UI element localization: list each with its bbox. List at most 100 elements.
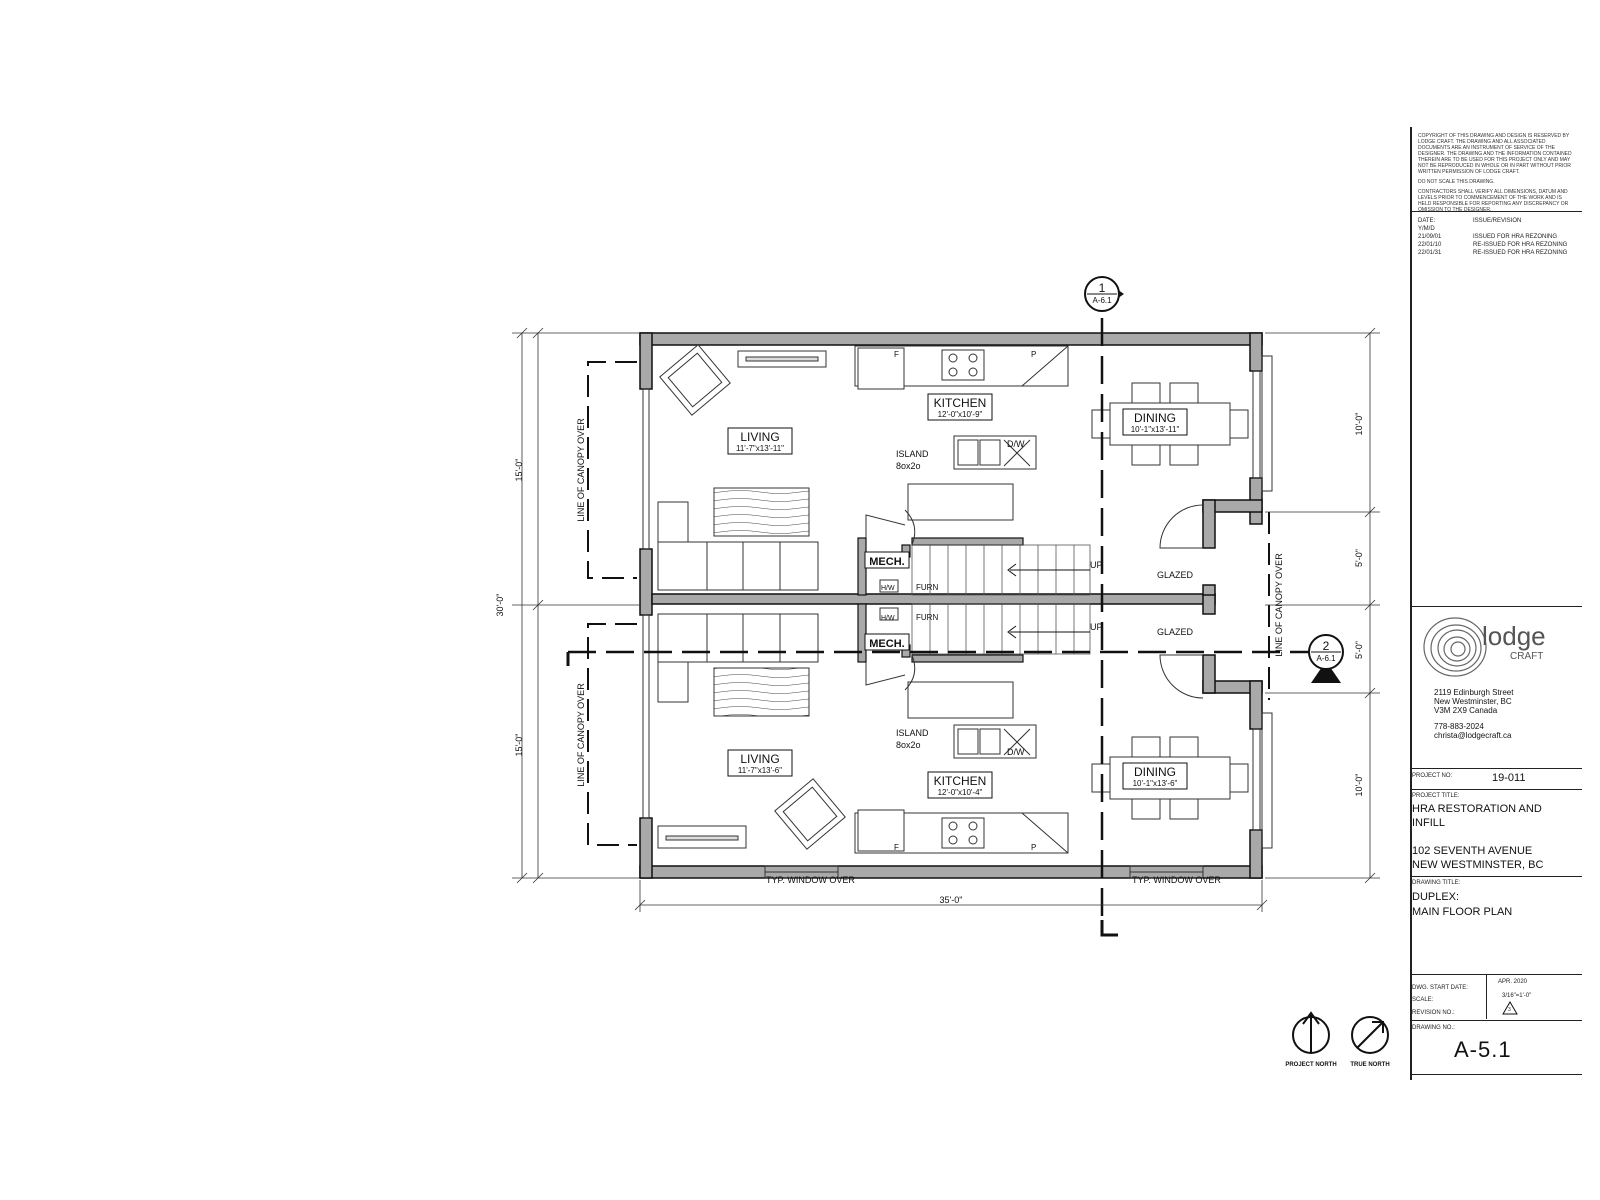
canopy-label-lower: LINE OF CANOPY OVER [576,683,586,787]
drawing-title-label: DRAWING TITLE: [1412,880,1461,886]
revision-table: DATE: ISSUE/REVISION Y/M/D 21/09/01 ISSU… [1418,217,1567,257]
stairs [911,544,1091,655]
lower-living-furniture [657,613,846,850]
rev-head-issue: ISSUE/REVISION [1473,218,1522,224]
dim-right-1: 10'-0" [1354,413,1364,436]
canopy-label-east: LINE OF CANOPY OVER [1274,553,1284,657]
address-line-1: 2119 Edinburgh Street [1434,688,1514,697]
section-2-num: 2 [1323,639,1330,653]
canopy-lines [587,361,1270,846]
lower-dining-name: DINING [1134,765,1176,779]
revision-row: 22/01/31 RE-ISSUED FOR HRA REZONING [1418,249,1567,257]
windows [642,355,1273,879]
divider [1410,789,1582,790]
revision-label: REVISION NO.: [1412,1010,1455,1016]
drawing-title-1: DUPLEX: [1412,891,1460,903]
lodge-craft-logo-icon [1423,617,1487,677]
dim-left-bottom: 15'-0" [514,734,524,757]
dimension-lines [512,327,1380,912]
upper-kitchen-dims: 12'-0"x10'-9" [938,410,983,419]
upper-kitchen-name: KITCHEN [934,396,987,410]
rev-desc: RE-ISSUED FOR HRA REZONING [1473,250,1568,256]
window-note-1-text: TYP. WINDOW OVER [766,875,855,885]
project-north-icon [1292,1011,1330,1054]
exterior-walls [639,332,1263,879]
divider [1410,211,1582,212]
true-north-icon [1351,1016,1389,1054]
phone: 778-883-2024 [1434,722,1484,731]
divider [1410,606,1582,607]
revision-row: 21/09/01 ISSUED FOR HRA REZONING [1418,233,1567,241]
column-divider [1486,974,1487,1019]
drawing-title-2: MAIN FLOOR PLAN [1412,906,1513,918]
upper-living-dims: 11'-7"x13'-11" [736,444,784,453]
upper-hw: H/W [881,585,895,592]
site-line-1: 102 SEVENTH AVENUE [1412,845,1533,857]
project-north-label: PROJECT NORTH [1285,1062,1336,1068]
logo-sub: CRAFT [1510,651,1544,662]
revision-triangle-icon [1502,1001,1518,1015]
section-lines [568,318,1320,935]
section-marker-2 [1308,634,1344,683]
lower-fridge: F [894,843,899,852]
upper-dining-dims: 10'-1"x13'-11" [1131,425,1180,434]
rev-head-date: DATE: [1418,218,1436,224]
mech-doors [865,509,916,691]
lower-living-name: LIVING [740,752,779,766]
title-block: COPYRIGHT OF THIS DRAWING AND DESIGN IS … [1410,127,1582,1080]
upper-glazed: GLAZED [1157,570,1194,580]
rev-date: 22/01/31 [1418,250,1442,256]
upper-fridge: F [894,350,899,359]
upper-up: UP [1090,560,1103,570]
section-1-num: 1 [1099,281,1106,295]
upper-living-furniture [657,344,827,591]
site-line-2: NEW WESTMINSTER, BC [1412,859,1544,871]
upper-dining-name: DINING [1134,411,1176,425]
window-note-1: TYP. WINDOW OVER [766,875,855,885]
contractors-note: CONTRACTORS SHALL VERIFY ALL DIMENSIONS,… [1418,189,1569,213]
section-1-sheet: A-6.1 [1092,296,1112,305]
drawing-no: A-5.1 [1454,1037,1512,1062]
copyright-note: COPYRIGHT OF THIS DRAWING AND DESIGN IS … [1418,133,1572,175]
canopy-label-upper: LINE OF CANOPY OVER [576,418,586,522]
revision: 3 [1508,1007,1511,1013]
rev-date: 21/09/01 [1418,234,1442,240]
logo-word: lodge [1482,621,1546,651]
lower-kitchen-name: KITCHEN [934,774,987,788]
section-2-sheet: A-6.1 [1316,654,1336,663]
rev-date: 22/01/10 [1418,242,1442,248]
address-line-3: V3M 2X9 Canada [1434,706,1498,715]
section-marker-1 [1084,276,1124,312]
rev-desc: RE-ISSUED FOR HRA REZONING [1473,242,1568,248]
start-date-label: DWG. START DATE: [1412,985,1468,991]
lower-island-size: 8ox2o [896,740,921,750]
project-title-label: PROJECT TITLE: [1412,793,1460,799]
dim-bottom-total: 35'-0" [940,895,963,905]
divider [1410,974,1582,975]
window-note-2: TYP. WINDOW OVER [1132,875,1221,885]
project-title-1: HRA RESTORATION AND [1412,803,1542,815]
lower-hw: H/W [881,615,895,622]
upper-pantry: P [1031,350,1036,359]
no-scale-note: DO NOT SCALE THIS DRAWING. [1418,179,1495,185]
project-title-2: INFILL [1412,817,1446,829]
lower-dw: D/W [1007,747,1025,757]
entry-doors [1159,504,1204,699]
divider [1410,1020,1582,1021]
upper-kitchen [854,345,1069,521]
lower-pantry: P [1031,843,1036,852]
lower-living-dims: 11'-7"x13'-6" [738,766,782,775]
room-label-boxes [727,393,1188,799]
lower-kitchen-dims: 12'-0"x10'-4" [938,788,983,797]
revision-row: 22/01/10 RE-ISSUED FOR HRA REZONING [1418,241,1567,249]
lower-glazed: GLAZED [1157,627,1194,637]
email: christa@lodgecraft.ca [1434,731,1512,740]
address-line-2: New Westminster, BC [1434,697,1512,706]
lower-furn: FURN [916,613,938,622]
dim-right-4: 10'-0" [1354,774,1364,797]
dim-left-top: 15'-0" [514,459,524,482]
upper-island-label: ISLAND [896,449,929,459]
lower-dining-dims: 10'-1"x13'-6" [1133,779,1178,788]
upper-living-name: LIVING [740,430,779,444]
lower-island-label: ISLAND [896,728,929,738]
